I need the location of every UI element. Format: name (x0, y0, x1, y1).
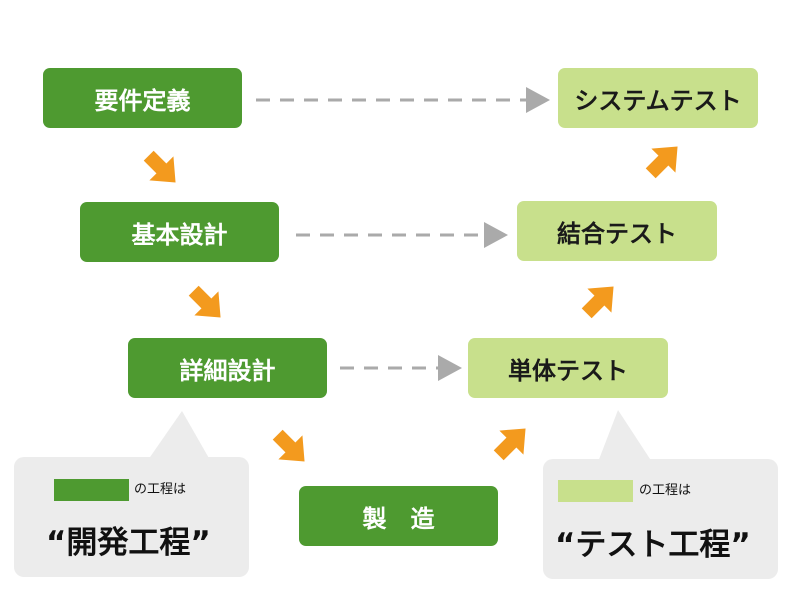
dashed-arrow-detailed-design-to-unit-test (340, 355, 462, 381)
legend-development-title: “開発工程” (46, 525, 211, 561)
step-integration-test-label: 結合テスト (557, 219, 677, 248)
legend-development: の工程は “開発工程” (14, 457, 249, 577)
step-detailed-design: 詳細設計 (128, 338, 327, 398)
step-system-test: システムテスト (558, 68, 758, 128)
dashed-arrow-requirements-to-system-test (256, 87, 550, 113)
legend-test: の工程は “テスト工程” (543, 459, 778, 579)
step-basic-design-label: 基本設計 (131, 220, 228, 249)
flow-arrow-up-3 (645, 146, 678, 179)
flow-arrow-down-3 (272, 429, 305, 462)
legend-development-tail (148, 411, 210, 460)
step-basic-design: 基本設計 (80, 202, 279, 262)
step-requirements-label: 要件定義 (94, 86, 191, 115)
step-system-test-label: システムテスト (574, 86, 742, 115)
step-unit-test-label: 単体テスト (508, 356, 628, 385)
step-manufacturing-label: 製 造 (362, 504, 435, 533)
step-detailed-design-label: 詳細設計 (179, 356, 276, 385)
legend-test-tail (598, 410, 652, 462)
legend-development-caption: の工程は (134, 482, 187, 497)
step-unit-test: 単体テスト (468, 338, 668, 398)
step-requirements: 要件定義 (43, 68, 242, 128)
step-manufacturing: 製 造 (299, 486, 498, 546)
legend-test-title: “テスト工程” (555, 527, 751, 563)
step-integration-test: 結合テスト (517, 201, 717, 261)
flow-arrow-down-2 (188, 285, 221, 318)
flow-arrow-up-1 (493, 428, 526, 461)
legend-test-swatch (558, 480, 633, 502)
dashed-arrow-basic-design-to-integration-test (296, 222, 508, 248)
legend-development-swatch (54, 479, 129, 501)
flow-arrow-up-2 (581, 286, 614, 319)
flow-arrow-down-1 (143, 150, 176, 183)
legend-test-caption: の工程は (639, 483, 692, 498)
